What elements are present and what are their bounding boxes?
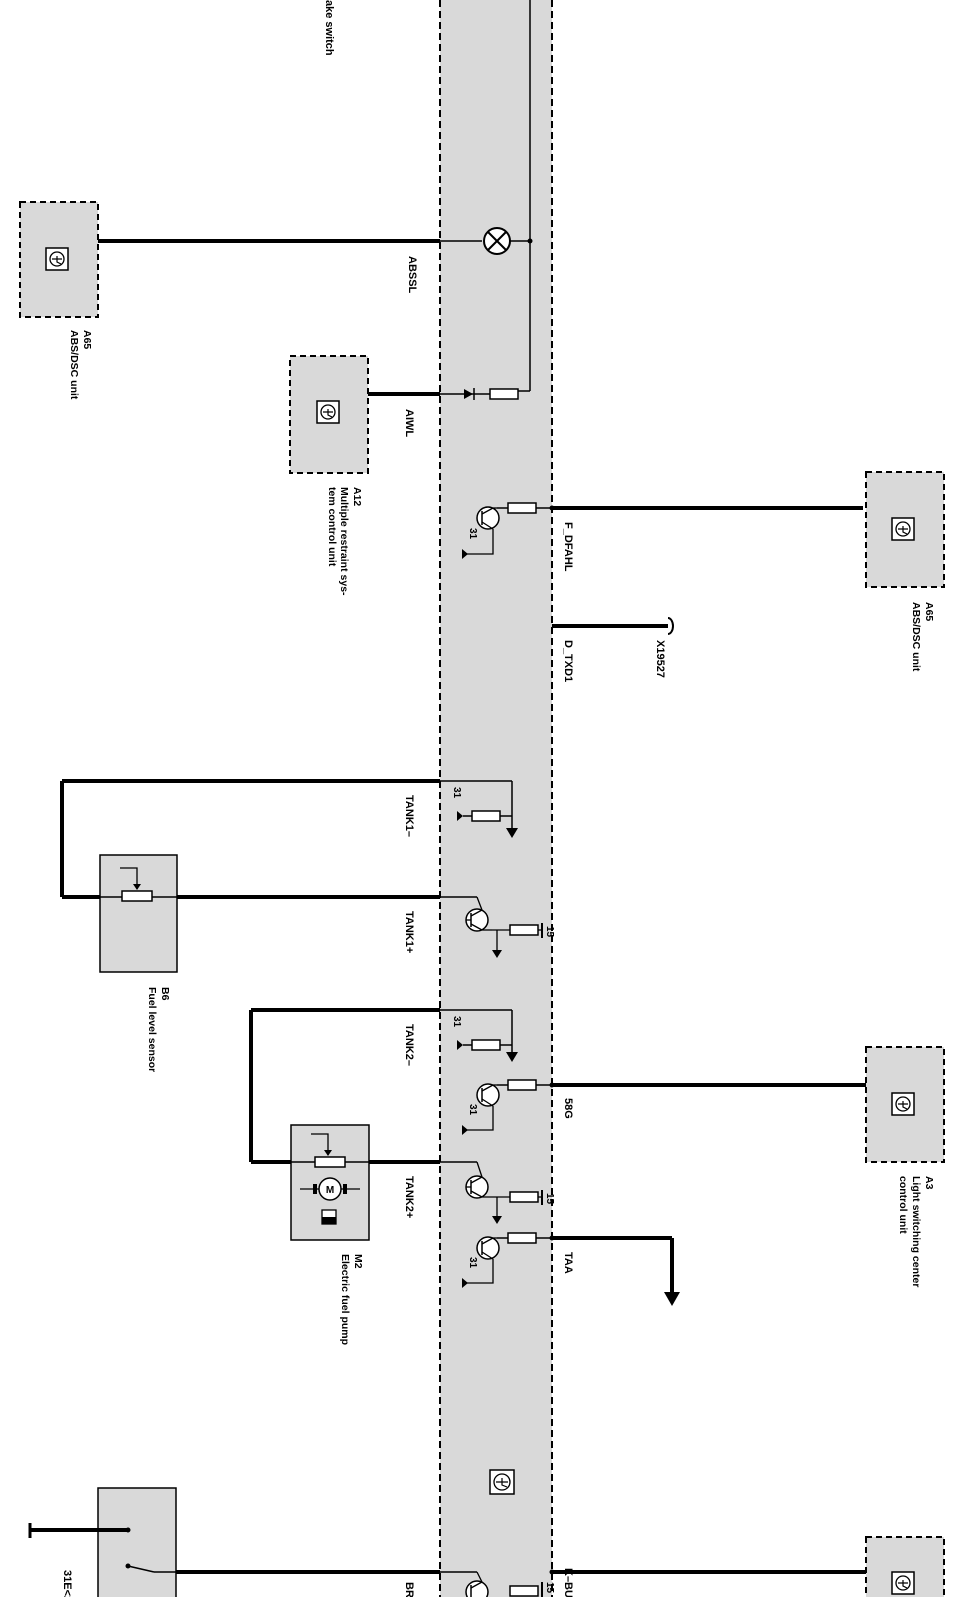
signal-brf-label: BRF [403, 1582, 415, 1597]
b6-id: B6 [159, 987, 171, 1001]
a65-right-id: A65 [923, 602, 935, 621]
m2-id: M2 [352, 1254, 364, 1269]
signal-f-dfahl-label: F_DFAHL [562, 522, 574, 572]
instrument-cluster-panel [440, 0, 552, 1597]
signal-tank1-plus-label: TANK1+ [403, 911, 415, 953]
signal-aiwl-label: AIWL [403, 409, 415, 437]
pin-31-label: 31 [451, 1016, 462, 1028]
ground-pin-icon [506, 1052, 518, 1062]
ground-pin-icon [462, 549, 468, 559]
transistor-icon [465, 1571, 489, 1597]
ground-pin-icon [462, 1125, 468, 1135]
signal-k-bus-label: K–BU [562, 1568, 574, 1597]
switch-icon [125, 1527, 176, 1573]
transistor-icon [465, 1161, 510, 1199]
a65-left-name: ABS/DSC unit [68, 330, 80, 400]
resistor-icon [507, 502, 537, 514]
pin-31-label: 31 [467, 1257, 478, 1269]
a12-name-line1: Multiple restraint sys- [338, 487, 350, 596]
arrow-down-icon [492, 950, 502, 958]
connector-x19527-icon [667, 617, 674, 635]
connector-x19527-label: X19527 [654, 640, 666, 678]
resistor-icon [471, 810, 501, 822]
transistor-icon [466, 1083, 500, 1131]
control-unit-icon [891, 1571, 915, 1595]
ground-pin-icon [462, 1278, 468, 1288]
resistor-icon [509, 1191, 539, 1203]
brake-switch-partial-label: ake switch [323, 0, 335, 56]
a65-right-name: ABS/DSC unit [910, 602, 922, 672]
b6-box [99, 854, 178, 973]
resistor-icon [471, 1039, 501, 1051]
a12-id: A12 [351, 487, 363, 506]
resistor-icon [507, 1232, 537, 1244]
connector-31e2-label: 31E<2 [61, 1570, 73, 1597]
a12-name-line2: tem control unit [326, 487, 338, 567]
diode-icon [464, 388, 475, 400]
resistor-icon [507, 1079, 537, 1091]
control-unit-icon [891, 517, 915, 541]
signal-58g-label: 58G [562, 1098, 574, 1119]
b6-name: Fuel level sensor [146, 987, 158, 1072]
warning-lamp-icon [483, 227, 511, 255]
control-unit-icon [489, 1469, 515, 1495]
transistor-icon [466, 1236, 500, 1284]
signal-absl-label: ABSSL [406, 256, 418, 294]
pin-15-label: 15 [544, 1582, 555, 1594]
motor-label: M [326, 1185, 334, 1196]
brake-switch-box [97, 1487, 177, 1597]
signal-taa-label: TAA [562, 1252, 574, 1274]
transistor-icon [466, 506, 500, 555]
signal-tank1-minus-label: TANK1– [403, 795, 415, 837]
control-unit-icon [316, 400, 340, 424]
arrow-down-icon [664, 1292, 680, 1306]
arrow-down-icon [492, 1216, 502, 1224]
resistor-icon [509, 1585, 539, 1597]
a65-left-id: A65 [81, 330, 93, 349]
ground-pin-icon [457, 1040, 463, 1050]
a3-name-line2: control unit [897, 1176, 909, 1234]
signal-d-txd1-label: D_TXD1 [562, 640, 574, 682]
m2-name: Electric fuel pump [339, 1254, 351, 1345]
bottom-right-unit-box [865, 1536, 945, 1597]
resistor-icon [509, 924, 539, 936]
resistor-icon [489, 388, 519, 400]
pump-icon [321, 1209, 337, 1225]
a3-id: A3 [923, 1176, 935, 1190]
ground-pin-icon [457, 811, 463, 821]
transistor-icon [465, 896, 510, 932]
control-unit-icon [45, 247, 69, 271]
pin-31-label: 31 [467, 528, 478, 540]
motor-icon [300, 1177, 360, 1201]
signal-tank2-minus-label: TANK2– [403, 1024, 415, 1066]
pin-15-label: 15 [544, 926, 555, 938]
pin-31-label: 31 [467, 1104, 478, 1116]
control-unit-icon [891, 1092, 915, 1116]
signal-tank2-plus-label: TANK2+ [403, 1176, 415, 1218]
ground-pin-icon [506, 828, 518, 838]
pin-15-label: 15 [544, 1193, 555, 1205]
a3-name-line1: Light switching center [910, 1176, 922, 1287]
potentiometer-icon [120, 867, 153, 902]
pin-31-label: 31 [451, 787, 462, 799]
